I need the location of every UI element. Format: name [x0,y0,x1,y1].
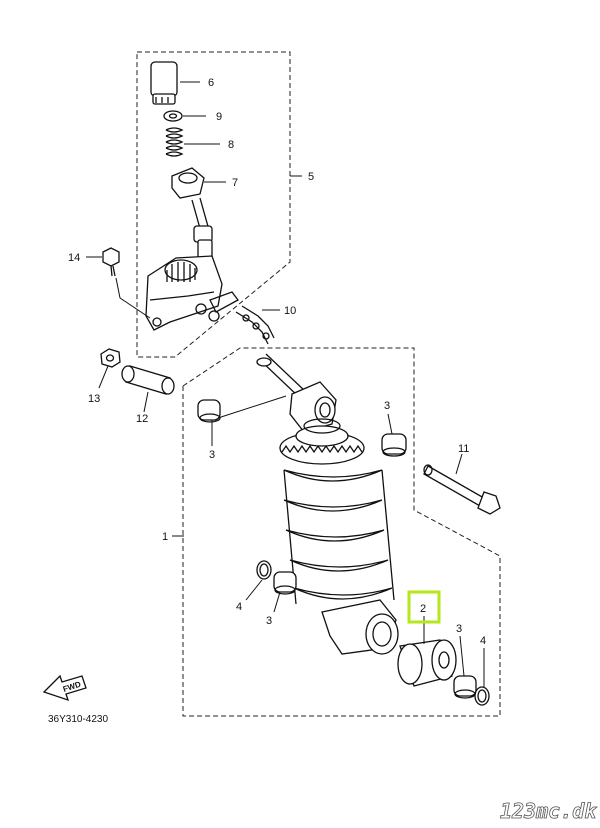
part-3-collar-d[interactable] [453,675,477,699]
callout-3-rear[interactable]: 3 [456,623,462,635]
leader-lines [86,81,485,688]
callout-3-right[interactable]: 3 [384,400,390,412]
callout-2[interactable]: 2 [420,603,426,615]
part-11-bolt[interactable] [423,464,501,515]
part-3-collar-a[interactable] [197,399,221,423]
callout-4-rear[interactable]: 4 [480,635,486,647]
adjuster-rod [191,197,213,263]
group-outline-1 [182,347,501,717]
diagram-code: 36Y310-4230 [48,714,108,725]
callout-7[interactable]: 7 [232,177,238,189]
part-10-hose[interactable] [235,305,275,345]
part-3-collar-b[interactable] [381,433,407,457]
callout-14[interactable]: 14 [68,252,80,264]
callout-13[interactable]: 13 [88,393,100,405]
spring-seat [279,418,365,465]
group-outline-5 [136,51,291,358]
part-14-bolt[interactable] [102,247,120,277]
lower-body [321,599,399,655]
callout-4-left[interactable]: 4 [236,601,242,613]
callout-6[interactable]: 6 [208,77,214,89]
callout-8[interactable]: 8 [228,139,234,151]
callout-3-lower[interactable]: 3 [266,615,272,627]
callout-9[interactable]: 9 [216,111,222,123]
part-9-washer[interactable] [163,110,183,122]
watermark-text: 123mc.dk [500,799,597,823]
part-7-knob[interactable] [171,167,205,199]
callout-5[interactable]: 5 [308,171,314,183]
coil-spring [283,469,395,605]
part-6-cap[interactable] [150,61,178,105]
callout-11[interactable]: 11 [458,443,469,455]
part-13-nut[interactable] [100,348,121,368]
upper-eye [289,381,337,433]
shock-rod [256,353,307,399]
callout-10[interactable]: 10 [284,305,296,317]
callout-12[interactable]: 12 [136,413,148,425]
part-8-spring[interactable] [165,127,184,157]
part-4-ring-b[interactable] [474,686,490,706]
callout-3-left[interactable]: 3 [209,449,215,461]
callout-1[interactable]: 1 [162,531,168,543]
part-2-bushing[interactable] [397,639,457,687]
reservoir-body [145,255,239,331]
selected-part-highlight[interactable] [407,590,441,624]
part-3-collar-c[interactable] [273,571,297,595]
part-4-ring-a[interactable] [256,560,272,580]
forward-arrow-icon: FWD [42,674,87,702]
part-12-collar[interactable] [121,365,175,395]
